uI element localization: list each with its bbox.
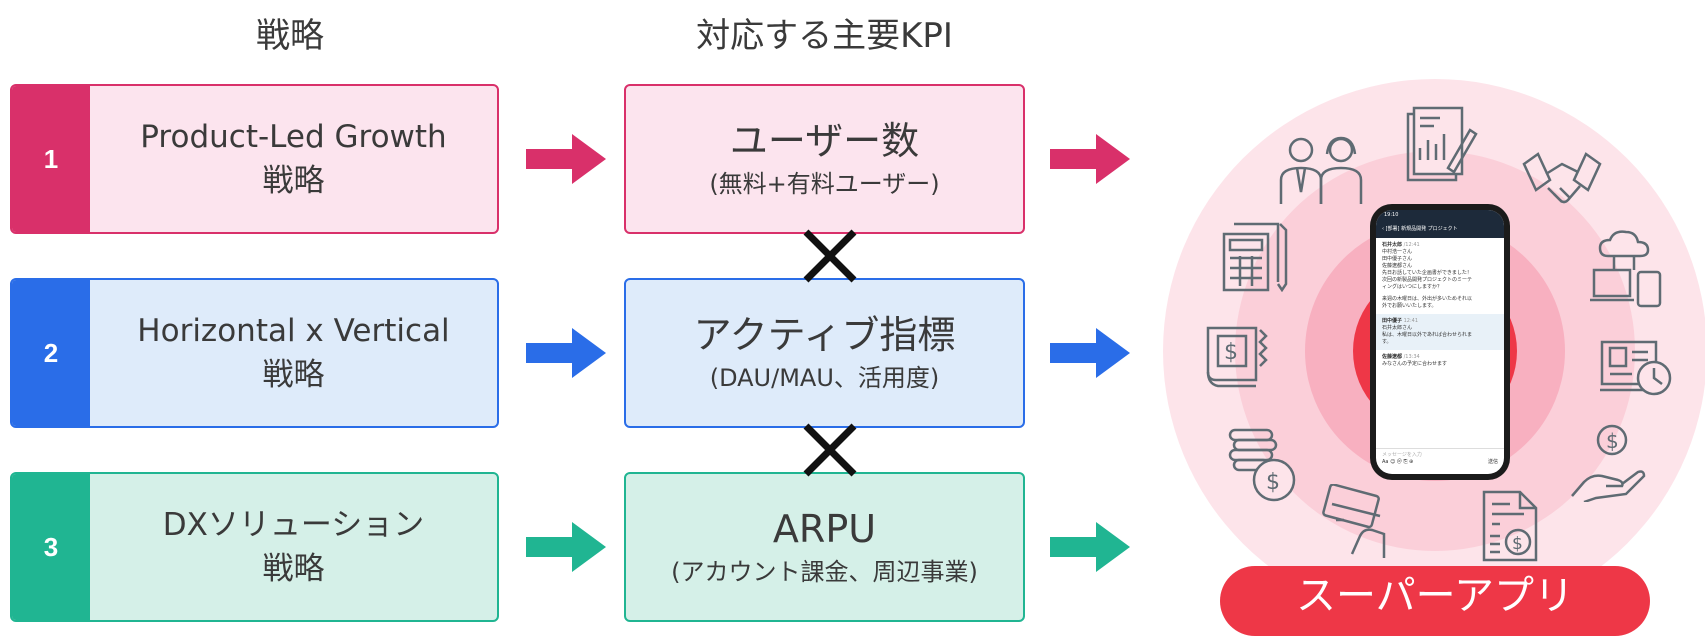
chat-message: 田中優子 12:41 石井太郎さん 私は、木曜日以外であれば合わせられま す。	[1376, 314, 1504, 350]
multiply-icon	[803, 423, 857, 477]
strategy-label: Product-Led Growth 戦略	[90, 86, 497, 232]
kpi-box-users: ユーザー数 (無料+有料ユーザー)	[624, 84, 1025, 234]
strategy-box-1: 1 Product-Led Growth 戦略	[10, 84, 499, 234]
hand-coin-icon: $	[1571, 424, 1646, 502]
phone-chat-header: ‹ [部署] 新規品開発 プロジェクト	[1376, 224, 1504, 238]
message-sender: 石井太郎	[1382, 242, 1403, 248]
strategy-name: Product-Led Growth	[140, 119, 447, 155]
message-line: 田中優子さん	[1382, 256, 1413, 262]
strategy-name: Horizontal x Vertical	[137, 313, 450, 349]
status-time: 19:10	[1384, 212, 1399, 218]
phone-screen: 19:10 ‹ [部署] 新規品開発 プロジェクト 石井太郎 /12:41 中村…	[1376, 210, 1504, 474]
kpi-box-active: アクティブ指標 (DAU/MAU、活用度)	[624, 278, 1025, 428]
message-line: 私は、木曜日以外であれば合わせられま	[1382, 332, 1472, 338]
message-line: 佐藤遼都さん	[1382, 263, 1413, 269]
svg-text:$: $	[1606, 429, 1619, 453]
send-button[interactable]: 送信	[1487, 459, 1498, 465]
kpi-subtitle: (DAU/MAU、活用度)	[709, 364, 940, 392]
chat-title: [部署] 新規品開発 プロジェクト	[1385, 226, 1458, 232]
kpi-title: アクティブ指標	[693, 313, 956, 357]
message-time: /13:34	[1403, 354, 1420, 360]
multiply-icon	[803, 229, 857, 283]
kpi-column-header: 対応する主要KPI	[696, 16, 953, 56]
strategy-suffix: 戦略	[262, 163, 325, 199]
super-app-label: スーパーアプリ	[1220, 566, 1650, 636]
strategy-label: Horizontal x Vertical 戦略	[90, 280, 497, 426]
svg-text:$: $	[1266, 470, 1280, 495]
strategy-number: 2	[12, 280, 90, 426]
report-pencil-icon	[1406, 106, 1478, 182]
strategy-suffix: 戦略	[262, 551, 325, 587]
arrow-right-icon	[526, 134, 606, 184]
strategy-name: DXソリューション	[162, 507, 425, 543]
arrow-right-icon	[1050, 328, 1130, 378]
strategy-box-2: 2 Horizontal x Vertical 戦略	[10, 278, 499, 428]
message-time: /12:41	[1403, 242, 1420, 248]
strategy-suffix: 戦略	[262, 357, 325, 393]
handshake-icon	[1522, 152, 1602, 204]
arrow-right-icon	[526, 522, 606, 572]
message-line: 中村浩一さん	[1382, 249, 1413, 255]
kpi-title: ユーザー数	[729, 119, 920, 163]
message-line: みなさんの予定に合わせます	[1382, 361, 1448, 367]
message-line: す。	[1382, 339, 1392, 345]
cloud-devices-icon	[1590, 230, 1662, 308]
message-line: 石井太郎さん	[1382, 325, 1413, 331]
profile-clock-icon	[1600, 340, 1672, 396]
kpi-title: ARPU	[772, 507, 877, 551]
arrow-right-icon	[1050, 134, 1130, 184]
arrow-right-icon	[526, 328, 606, 378]
toolbar-icons[interactable]: Aa ☺ ＠ ⎘ ⊕	[1382, 459, 1414, 465]
money-book-icon: $	[1206, 326, 1268, 388]
message-line: 外でお願いいたします。	[1382, 303, 1437, 309]
arrow-right-icon	[1050, 522, 1130, 572]
message-line: 先日お話していた企画書ができました！	[1382, 270, 1472, 276]
coin-stack-icon: $	[1228, 428, 1296, 502]
message-sender: 田中優子	[1382, 318, 1403, 324]
phone-mockup: 19:10 ‹ [部署] 新規品開発 プロジェクト 石井太郎 /12:41 中村…	[1370, 204, 1510, 480]
invoice-dollar-icon: $	[1482, 490, 1538, 562]
message-line: ィングはいつにしますか？	[1382, 284, 1443, 290]
strategy-number: 3	[12, 474, 90, 620]
chat-message: 石井太郎 /12:41 中村浩一さん 田中優子さん 佐藤遼都さん 先日お話してい…	[1376, 238, 1504, 314]
svg-text:$: $	[1224, 340, 1238, 365]
message-sender: 佐藤遼都	[1382, 354, 1403, 360]
strategy-number: 1	[12, 86, 90, 232]
kpi-subtitle: (アカウント課金、周辺事業)	[671, 558, 978, 586]
message-line: 来週の木曜日は、外出が多いためそれ以	[1382, 296, 1473, 302]
kpi-subtitle: (無料+有料ユーザー)	[709, 170, 940, 198]
back-icon[interactable]: ‹	[1382, 226, 1386, 232]
strategy-column-header: 戦略	[256, 16, 324, 56]
business-people-icon	[1279, 136, 1363, 204]
message-input-bar: メッセージを入力 Aa ☺ ＠ ⎘ ⊕ 送信	[1376, 448, 1504, 474]
chat-message: 佐藤遼都 /13:34 みなさんの予定に合わせます	[1376, 350, 1504, 372]
kpi-box-arpu: ARPU (アカウント課金、周辺事業)	[624, 472, 1025, 622]
message-time: 12:41	[1403, 318, 1419, 324]
strategy-label: DXソリューション 戦略	[90, 474, 497, 620]
phone-status-bar: 19:10	[1376, 210, 1504, 224]
calculator-icon	[1222, 222, 1288, 292]
credit-card-hand-icon	[1322, 484, 1386, 558]
svg-text:$: $	[1512, 534, 1523, 554]
message-input[interactable]: メッセージを入力	[1382, 452, 1422, 458]
strategy-box-3: 3 DXソリューション 戦略	[10, 472, 499, 622]
message-line: 次回の新製品開発プロジェクトのミーテ	[1382, 277, 1473, 283]
